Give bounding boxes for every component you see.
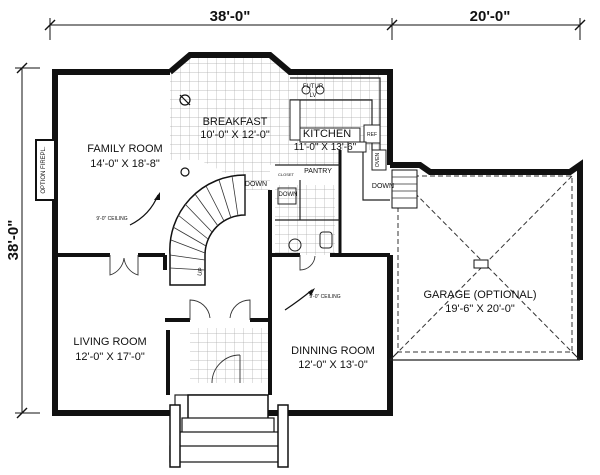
door-swings [109,255,316,384]
garage-structure [389,159,583,361]
kitchen-name: KITCHEN [303,128,351,140]
kitchen-counters [289,77,387,171]
living-room-size: 12'-0" X 17'-0" [75,351,145,363]
garage-name: GARAGE (OPTIONAL) [423,289,536,301]
ref-label: REF [367,132,377,138]
ceiling-note-dining: 9'-0" CEILING [309,294,340,300]
exterior-walls [35,52,393,468]
ceiling-note-family: 9'-0" CEILING [96,216,127,222]
garage-size: 19'-6" X 20'-0" [445,303,515,315]
family-room-name: FAMILY ROOM [87,143,162,155]
down-label-kitchen: DOWN [279,192,298,198]
dining-room-name: DINNING ROOM [291,345,375,357]
interior-walls [58,150,390,395]
down-label-stair: DOWN [245,181,267,188]
powder-room-fixtures [277,187,333,252]
down-label-garage: DOWN [372,183,394,190]
kitchen-size: 11'-0" X 13'-6" [294,142,357,153]
family-room-size: 14'-0" X 18'-8" [90,158,160,170]
fireplace-label: OPTION FIREPL. [41,146,47,194]
dining-room-size: 12'-0" X 13'-0" [298,359,368,371]
lv-label: LV [310,93,317,99]
up-label: UP [197,267,204,276]
oven-label: OVEN [375,153,381,168]
dimension-lines [15,18,586,419]
dim-top-garage: 20'-0" [470,8,511,25]
dim-left: 38'-0" [5,220,22,261]
dim-top-house: 38'-0" [210,8,251,25]
breakfast-name: BREAKFAST [203,116,268,128]
ceiling-arrows [129,94,315,311]
curved-staircase [169,169,418,286]
closet-label: CLOSET [278,172,295,177]
living-room-name: LIVING ROOM [73,336,146,348]
futur-label: FUTUR [303,84,324,90]
breakfast-size: 10'-0" X 12'-0" [200,129,270,141]
pantry-label: PANTRY [304,168,332,175]
